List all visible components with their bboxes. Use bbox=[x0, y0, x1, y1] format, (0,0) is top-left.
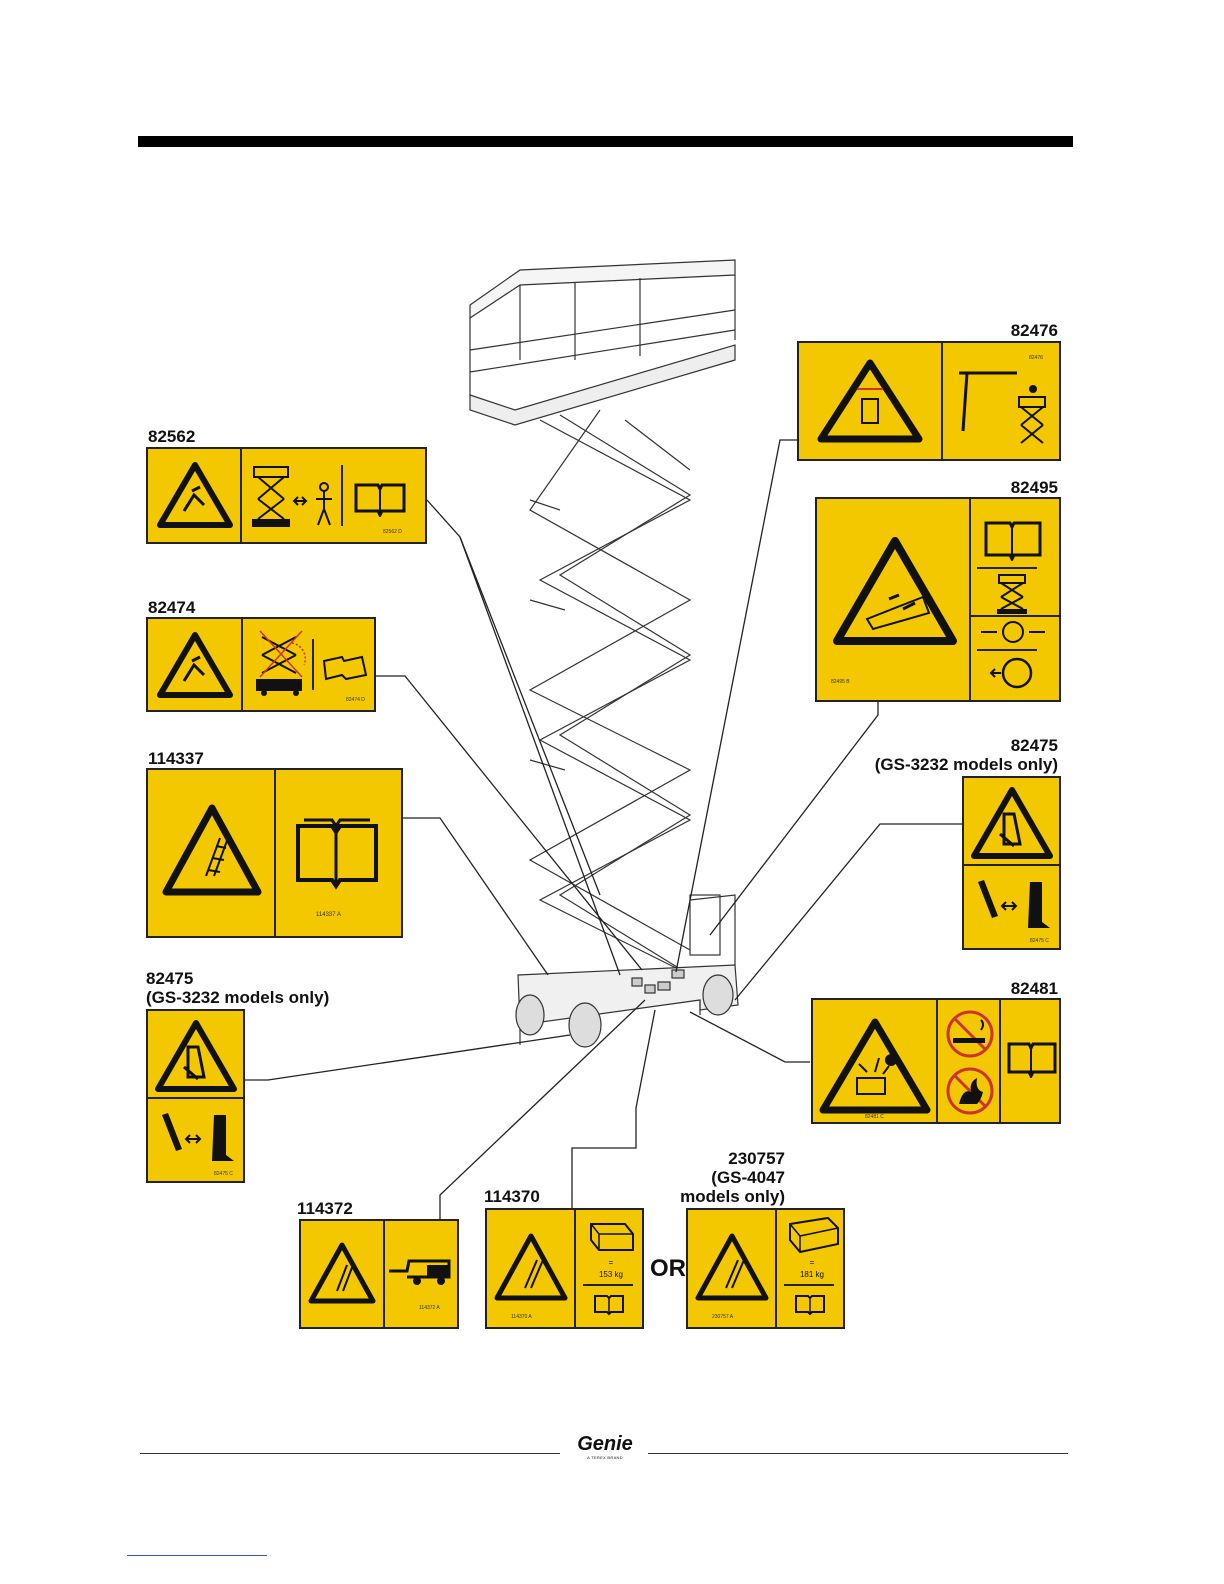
decal-114372: 114372 A bbox=[299, 1219, 459, 1329]
decal-82481: 82481 C bbox=[811, 998, 1061, 1124]
decal-82474: 82474 D bbox=[146, 617, 376, 712]
decal-82475-right: 82475 C bbox=[962, 776, 1061, 950]
tow-trailer-icon bbox=[387, 1255, 457, 1291]
decal-label-82481: 82481 bbox=[990, 979, 1058, 998]
decal-82476: 82476 bbox=[797, 341, 1061, 461]
foot-crush-icon bbox=[972, 872, 1056, 944]
no-flame-icon bbox=[943, 1064, 997, 1118]
decal-label-114370: 114370 bbox=[484, 1187, 540, 1206]
decal-label-82475-left: 82475 (GS-3232 models only) bbox=[146, 969, 329, 1007]
decal-114370: 114370 A = 153 kg bbox=[485, 1208, 644, 1329]
decal-number: 82475 bbox=[146, 969, 329, 988]
decal-number: 230757 bbox=[650, 1149, 785, 1168]
decal-82562: 82562 D bbox=[146, 447, 427, 544]
warning-triangle-icon bbox=[817, 359, 923, 443]
decal-number: 82475 bbox=[850, 736, 1058, 755]
decal-label-82495: 82495 bbox=[990, 478, 1058, 497]
warning-triangle-icon bbox=[493, 1232, 569, 1302]
manual-book-icon bbox=[982, 517, 1044, 561]
decal-label-230757: 230757 (GS-4047 models only) bbox=[650, 1149, 785, 1206]
battery-weight: 153 kg bbox=[583, 1270, 639, 1279]
scissor-lift-icon bbox=[252, 627, 316, 703]
decal-114337: 114337 A bbox=[146, 768, 403, 938]
or-separator: OR bbox=[650, 1255, 686, 1283]
wheel-icon bbox=[987, 653, 1039, 693]
warning-triangle-icon bbox=[694, 1232, 770, 1302]
decal-part-number: 114337 A bbox=[316, 912, 341, 918]
footer-rule-right bbox=[648, 1453, 1068, 1454]
manual-book-icon bbox=[352, 479, 408, 517]
warning-triangle-icon bbox=[307, 1241, 377, 1305]
decal-label-114372: 114372 bbox=[297, 1199, 353, 1218]
warning-triangle-icon bbox=[154, 1019, 238, 1093]
foot-crush-icon bbox=[156, 1105, 240, 1177]
decal-note: (GS-3232 models only) bbox=[850, 755, 1058, 774]
manual-book-icon bbox=[593, 1292, 625, 1316]
battery-weight: 181 kg bbox=[784, 1270, 840, 1279]
decal-label-82474: 82474 bbox=[148, 598, 195, 617]
manual-book-icon bbox=[292, 814, 382, 890]
genie-logo: Genie A TEREX BRAND bbox=[566, 1433, 644, 1463]
scissor-lift-icon bbox=[248, 459, 338, 533]
manual-book-icon bbox=[794, 1292, 826, 1316]
tip-over-icon bbox=[833, 537, 957, 647]
decal-label-82476: 82476 bbox=[990, 321, 1058, 340]
decal-note: models only) bbox=[650, 1187, 785, 1206]
warning-triangle-icon bbox=[162, 804, 262, 898]
battery-icon bbox=[784, 1214, 842, 1256]
warning-triangle-icon bbox=[156, 461, 234, 529]
wheel-icon bbox=[977, 617, 1049, 647]
decal-label-114337: 114337 bbox=[148, 749, 204, 768]
decal-note: (GS-4047 bbox=[650, 1168, 785, 1187]
decal-note: (GS-3232 models only) bbox=[146, 988, 329, 1007]
decal-82475-left: 82475 C bbox=[146, 1009, 245, 1183]
decal-230757: 230757 A = 181 kg bbox=[686, 1208, 845, 1329]
warning-triangle-icon bbox=[970, 786, 1054, 860]
warning-triangle-icon bbox=[156, 631, 234, 699]
decal-82495: 82495 B bbox=[815, 497, 1061, 702]
footer-rule-left bbox=[140, 1453, 560, 1454]
manual-book-icon bbox=[318, 653, 370, 683]
no-smoking-icon bbox=[943, 1008, 997, 1060]
decal-label-82562: 82562 bbox=[148, 427, 195, 446]
warning-triangle-icon bbox=[819, 1018, 931, 1114]
scissor-lift-icon bbox=[987, 573, 1039, 615]
overhead-crush-icon bbox=[957, 361, 1053, 451]
decal-label-82475-right: 82475 (GS-3232 models only) bbox=[850, 736, 1058, 774]
manual-book-icon bbox=[1005, 1038, 1059, 1078]
brand-tagline: A TEREX BRAND bbox=[566, 1455, 644, 1460]
battery-icon bbox=[585, 1216, 639, 1256]
brand-name: Genie bbox=[566, 1433, 644, 1455]
bottom-link-underline bbox=[127, 1555, 267, 1556]
